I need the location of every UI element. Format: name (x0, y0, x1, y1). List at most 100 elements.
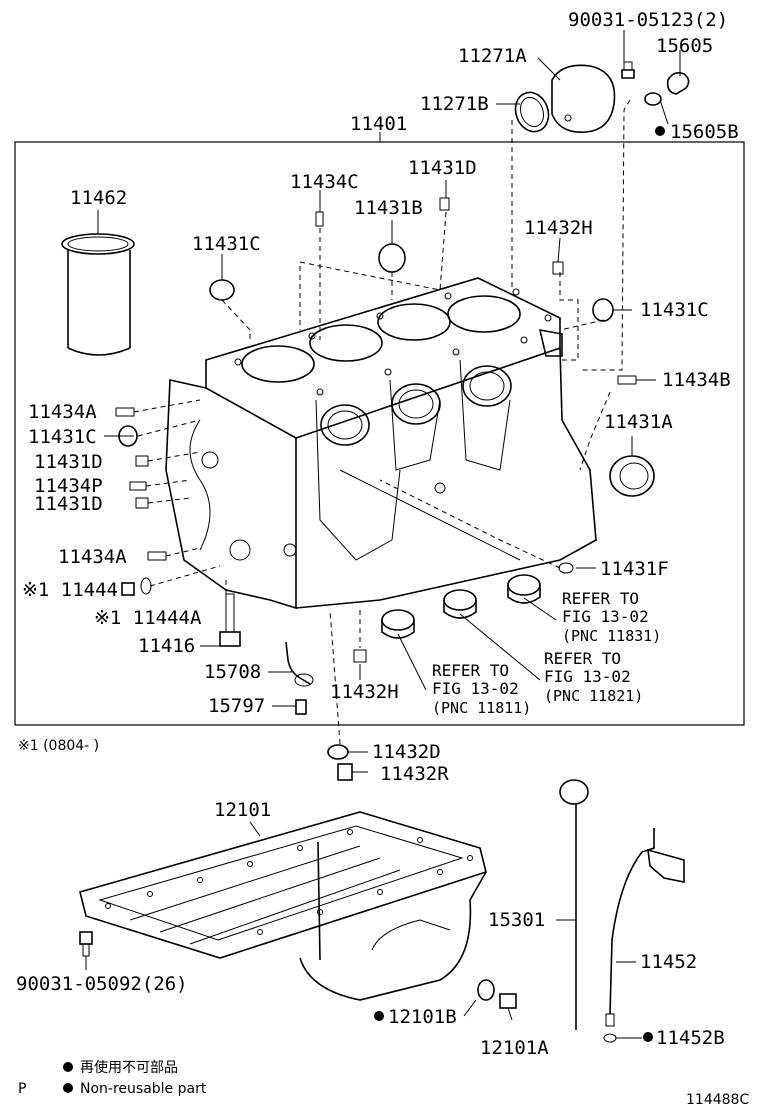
label-11431d-1: 11431D (34, 451, 103, 473)
bearing-11821 (443, 589, 477, 619)
label-11431b: 11431B (354, 197, 423, 219)
diagram-code: 114488C (686, 1092, 749, 1108)
pin-11434c (315, 211, 324, 227)
bolt-90031-05092 (79, 931, 93, 957)
legend-jp: 再使用不可部品 (80, 1059, 178, 1076)
label-11431c-left: 11431C (192, 233, 261, 255)
label-11416: 11416 (138, 635, 195, 657)
label-11431d-top: 11431D (408, 157, 477, 179)
plug-11431f (558, 562, 574, 574)
label-11401: 11401 (350, 113, 407, 135)
label-15301: 15301 (488, 909, 545, 931)
plug-15605 (666, 72, 690, 95)
label-11444a: ※1 11444A (94, 607, 202, 629)
ref-11821-line3: (PNC 11821) (544, 687, 643, 705)
label-11271b: 11271B (420, 93, 489, 115)
part-labels: 90031-05123(2) 11271A 15605 11271B 15605… (16, 9, 739, 1059)
label-15605b: 15605B (670, 121, 739, 143)
label-11431f: 11431F (600, 558, 669, 580)
bolt-11416 (219, 593, 241, 647)
label-11432h-top: 11432H (524, 217, 593, 239)
ref-11831-line2: FIG 13-02 (562, 607, 649, 626)
label-11452: 11452 (640, 951, 697, 973)
legend-dot-en (63, 1083, 73, 1093)
label-11434c: 11434C (290, 171, 359, 193)
legend-dot-jp (63, 1062, 73, 1072)
gasket-11271b (514, 91, 550, 133)
label-11431c-mid: 11431C (28, 426, 97, 448)
legend-en: Non-reusable part (80, 1081, 207, 1097)
label-11452b: 11452B (656, 1027, 725, 1049)
assembly-lines (133, 99, 631, 745)
label-12101b: 12101B (388, 1006, 457, 1028)
plug-11431d-1 (135, 455, 149, 467)
label-90031-05092: 90031-05092(26) (16, 973, 188, 995)
bearing-11811 (381, 609, 415, 639)
non-reusable-marker-11452b (643, 1032, 653, 1042)
plug-11431d-2 (135, 497, 149, 509)
pin-11434b (617, 375, 637, 385)
plug-11432h-top (552, 261, 564, 275)
label-11431c-right: 11431C (640, 299, 709, 321)
plug-11432r (337, 763, 353, 781)
pin-11434a-lower (147, 551, 167, 561)
label-11431a: 11431A (604, 411, 673, 433)
gasket-11444a (140, 577, 152, 595)
bolt-15797 (295, 699, 307, 715)
label-11434a-1: 11434A (28, 401, 97, 423)
gasket-15605b (644, 92, 662, 106)
legend-p: P (18, 1081, 26, 1097)
leaders (85, 30, 681, 1039)
reference-callouts: REFER TO FIG 13-02 (PNC 11831) REFER TO … (432, 589, 661, 717)
label-11271a: 11271A (458, 45, 527, 67)
cylinder-block-11401 (165, 277, 597, 610)
plug-11431c-left (209, 279, 235, 301)
label-11431d-2: 11431D (34, 493, 103, 515)
label-11432d: 11432D (372, 741, 441, 763)
oil-pan-12101 (79, 811, 487, 1001)
plug-11431c-right (592, 298, 614, 322)
seal-11431a (609, 455, 655, 497)
label-11462: 11462 (70, 187, 127, 209)
label-12101: 12101 (214, 799, 271, 821)
label-15797: 15797 (208, 695, 265, 717)
ref-11811-line2: FIG 13-02 (432, 679, 519, 698)
label-11432r: 11432R (380, 763, 449, 785)
ref-11821-line2: FIG 13-02 (544, 667, 631, 686)
plug-11431b (378, 243, 406, 273)
bolt-11444 (121, 582, 135, 596)
tube-15708 (285, 641, 314, 687)
pin-11434a-upper (115, 407, 135, 417)
deck-holes (234, 288, 552, 396)
legend: 再使用不可部品 P Non-reusable part (18, 1059, 207, 1097)
label-15708: 15708 (204, 661, 261, 683)
dipstick-15301 (559, 779, 589, 1030)
ref-11811-line3: (PNC 11811) (432, 699, 531, 717)
label-90031-05123: 90031-05123(2) (568, 9, 728, 31)
gasket-12101b (477, 979, 495, 1001)
plug-11432h-bottom (353, 649, 367, 663)
label-11434a-2: 11434A (58, 546, 127, 568)
oring-11452b (603, 1033, 617, 1043)
non-reusable-marker-12101b (374, 1011, 384, 1021)
gasket-11432d (327, 744, 349, 760)
label-11444: ※1 11444 (22, 579, 118, 601)
dipstick-guide-11452 (605, 828, 685, 1027)
label-11434p: 11434P (34, 475, 103, 497)
cylinder-liner-11462 (61, 233, 135, 356)
bearing-11831 (507, 574, 541, 604)
non-reusable-marker-15605b (655, 126, 665, 136)
plug-12101a (499, 993, 517, 1009)
plug-11431d-top (439, 197, 450, 211)
cover-11271a (551, 64, 616, 133)
ref-11831-line1: REFER TO (562, 589, 639, 608)
ref-11821-line1: REFER TO (544, 649, 621, 668)
label-15605: 15605 (656, 35, 713, 57)
footnote: ※1 (0804- ) (18, 738, 99, 754)
label-11432h-bottom: 11432H (330, 681, 399, 703)
ref-11811-line1: REFER TO (432, 661, 509, 680)
ref-11831-line3: (PNC 11831) (562, 627, 661, 645)
label-11434b: 11434B (662, 369, 731, 391)
label-12101a: 12101A (480, 1037, 549, 1059)
